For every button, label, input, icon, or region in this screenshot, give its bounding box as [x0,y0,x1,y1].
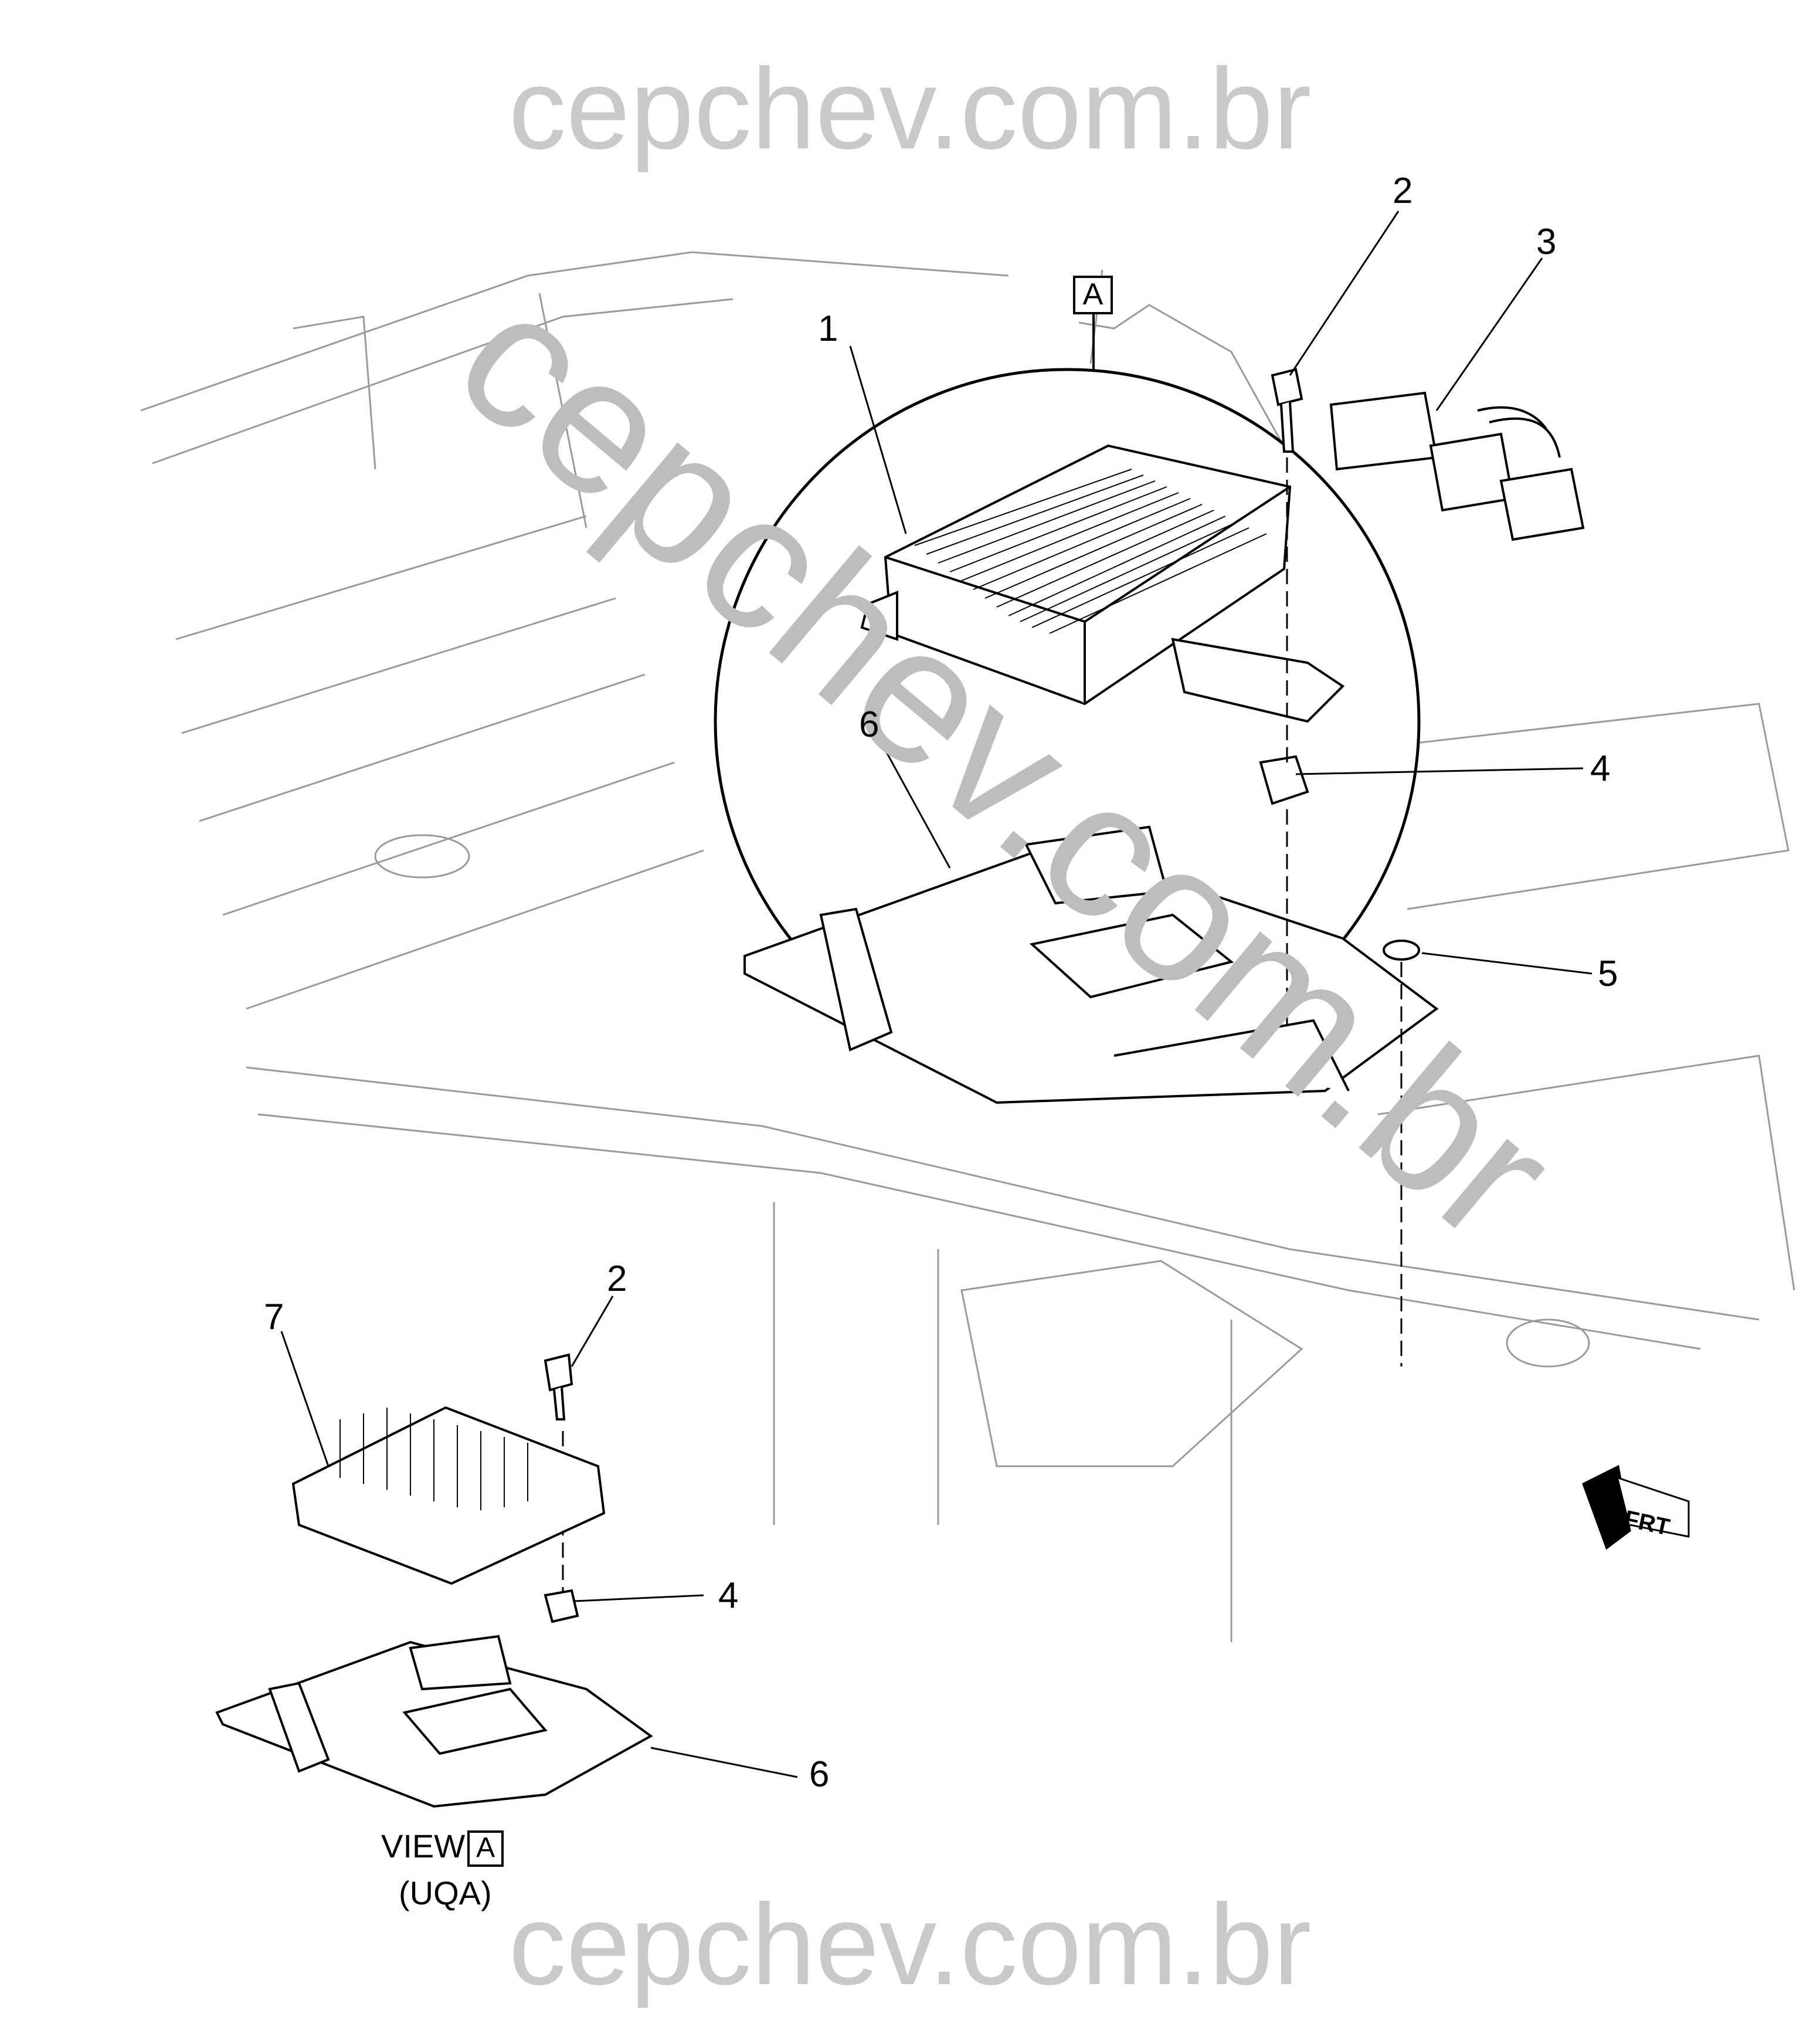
callout-7: 7 [264,1297,284,1337]
watermark-bottom: cepchev.com.br [508,1880,1312,2009]
nut-retainer-bottom [544,1589,579,1623]
bolt-top [1271,368,1303,453]
bolt-bottom [544,1353,573,1420]
callout-2-bottom: 2 [607,1259,627,1299]
callout-5: 5 [1598,954,1618,994]
front-direction-arrow [1582,1464,1690,1550]
callout-4-top: 4 [1590,748,1611,789]
uqa-module [291,1406,606,1585]
view-option-label: (UQA) [399,1874,492,1911]
leader-lines [280,211,1592,1778]
watermark-top: cepchev.com.br [508,45,1312,173]
callout-2-top: 2 [1393,171,1413,211]
callout-1: 1 [818,308,838,349]
view-label-marker: A [467,1830,504,1867]
vehicle-floor-background [140,251,1795,1642]
view-label-prefix: VIEW [381,1828,466,1864]
callout-4-bottom: 4 [718,1575,739,1616]
mounting-bracket [743,825,1439,1104]
nut-retainer-top [1259,755,1309,805]
callout-6-bottom: 6 [809,1754,830,1795]
callout-3: 3 [1536,222,1557,262]
nut-5 [1383,940,1420,961]
amplifier-module [860,444,1345,723]
uqa-bracket [215,1635,653,1808]
view-a-marker-box: A [1073,276,1113,314]
callout-6-top: 6 [859,704,880,745]
wiring-harness-connector [1329,391,1585,541]
